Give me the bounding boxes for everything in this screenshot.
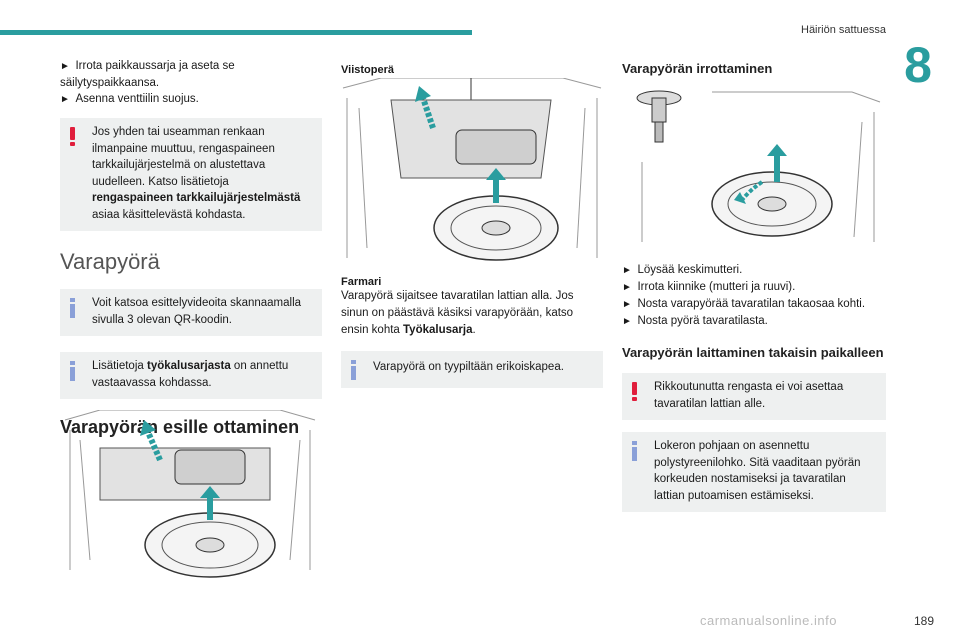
watermark: carmanualsonline.info <box>700 613 837 628</box>
bullet-item: Irrota paikkaussarja ja aseta se säilyty… <box>60 58 322 91</box>
section-title: Häiriön sattuessa <box>801 24 886 36</box>
info-icon <box>632 441 637 461</box>
step-item: Nosta varapyörää tavaratilan takaosaa ko… <box>622 296 886 313</box>
trunk-spare-wheel-illustration <box>64 410 316 578</box>
hatchback-trunk-illustration <box>342 78 602 261</box>
heading-spare-wheel: Varapyörä <box>60 249 160 274</box>
info-box: Lisätietoja työkalusarjasta on annettu v… <box>60 352 322 399</box>
heading-take-out-spare: Varapyörän esille ottaminen <box>60 417 300 437</box>
chapter-number: 8 <box>904 37 932 93</box>
warning-icon <box>70 127 75 146</box>
step-item: Löysää keskimutteri. <box>622 262 886 279</box>
warning-icon <box>632 382 637 401</box>
column-2: Viistoperä <box>341 58 603 76</box>
info-box: Lokeron pohjaan on asennettu polystyreen… <box>622 432 886 512</box>
info-box: Voit katsoa esittelyvideoita skannaamall… <box>60 289 322 336</box>
column-1: Irrota paikkaussarja ja aseta se säilyty… <box>60 58 322 438</box>
bullet-item: Asenna venttiilin suojus. <box>60 91 322 108</box>
column-2-lower: Farmari Varapyörä sijaitsee tavaratilan … <box>341 276 603 388</box>
label-hatchback: Viistoperä <box>341 64 394 76</box>
warning-box: Rikkoutunutta rengasta ei voi asettaa ta… <box>622 373 886 420</box>
spare-wheel-removal-illustration <box>636 90 881 242</box>
heading-remove-spare: Varapyörän irrottaminen <box>622 61 773 76</box>
step-item: Irrota kiinnike (mutteri ja ruuvi). <box>622 279 886 296</box>
info-icon <box>70 361 75 381</box>
top-accent-bar <box>0 30 472 35</box>
spare-wheel-location-paragraph: Varapyörä sijaitsee tavaratilan lattian … <box>341 290 574 336</box>
page-number: 189 <box>913 614 934 628</box>
label-estate: Farmari <box>341 276 382 288</box>
warning-box: Jos yhden tai useamman renkaan ilmanpain… <box>60 118 322 231</box>
info-box: Varapyörä on tyypiltään erikoiskapea. <box>341 351 603 388</box>
step-item: Nosta pyörä tavaratilasta. <box>622 313 886 330</box>
column-3: Varapyörän irrottaminen <box>622 58 886 77</box>
info-icon <box>70 298 75 318</box>
heading-refit-spare: Varapyörän laittaminen takaisin paikalle… <box>622 345 884 360</box>
info-icon <box>351 360 356 380</box>
column-3-lower: Löysää keskimutteri. Irrota kiinnike (mu… <box>622 262 886 512</box>
